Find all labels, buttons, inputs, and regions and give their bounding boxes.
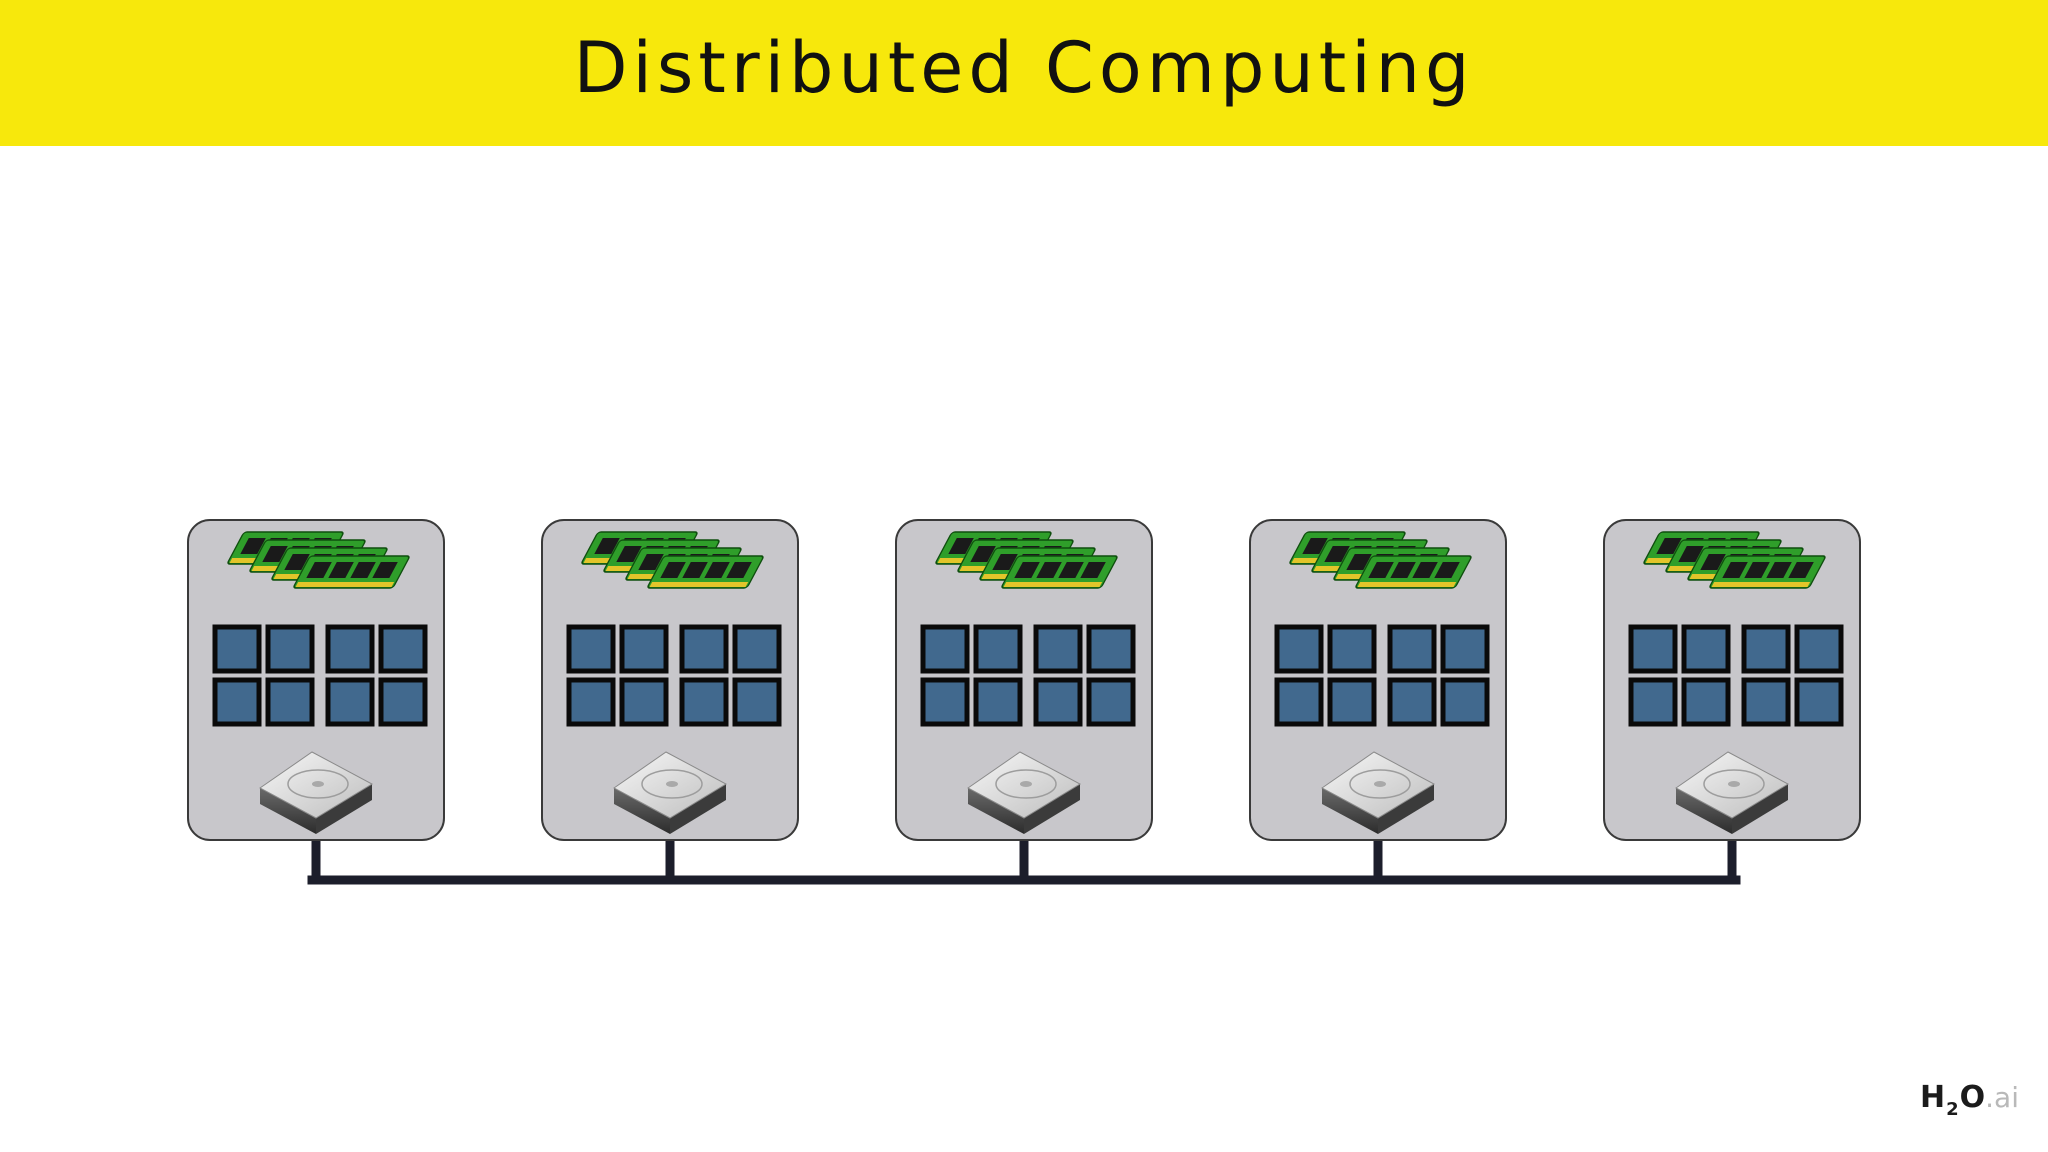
cpu-core <box>566 677 616 727</box>
cpu-core <box>1033 624 1083 674</box>
node-box <box>895 519 1153 841</box>
memory-icon <box>935 531 1118 589</box>
memory-icon <box>581 531 764 589</box>
cpu-cores-icon <box>920 624 1136 727</box>
memory-module <box>293 555 410 589</box>
node-box <box>1603 519 1861 841</box>
node-box <box>187 519 445 841</box>
cpu-core <box>619 624 669 674</box>
cpu-core <box>732 677 782 727</box>
cpu-core <box>679 624 729 674</box>
hard-disk-icon <box>1321 751 1436 834</box>
cpu-core <box>1681 677 1731 727</box>
cpu-core <box>325 677 375 727</box>
slide-title: Distributed Computing <box>573 27 1475 109</box>
hard-disk-icon <box>613 751 728 834</box>
memory-icon <box>1643 531 1826 589</box>
hard-disk-icon <box>259 751 374 834</box>
network-bus <box>307 840 1741 885</box>
cpu-cores-icon <box>566 624 782 727</box>
compute-nodes <box>187 519 1861 841</box>
memory-module <box>1355 555 1472 589</box>
compute-node <box>1603 519 1861 841</box>
cpu-core <box>1741 677 1791 727</box>
cpu-cores-icon <box>1274 624 1490 727</box>
cpu-core <box>1794 624 1844 674</box>
cpu-core <box>973 624 1023 674</box>
cpu-core <box>920 624 970 674</box>
node-box <box>541 519 799 841</box>
cpu-core <box>1086 624 1136 674</box>
memory-icon <box>227 531 410 589</box>
cpu-core <box>619 677 669 727</box>
title-bar: Distributed Computing <box>0 0 2048 146</box>
cpu-core <box>1794 677 1844 727</box>
node-box <box>1249 519 1507 841</box>
cpu-core <box>265 677 315 727</box>
cpu-core <box>1628 677 1678 727</box>
h2o-logo: H 2 O .ai <box>1920 1080 2019 1120</box>
compute-node <box>895 519 1153 841</box>
logo-subscript: 2 <box>1946 1099 1959 1120</box>
cpu-core <box>1033 677 1083 727</box>
cpu-core <box>1681 624 1731 674</box>
compute-node <box>187 519 445 841</box>
cpu-core <box>265 624 315 674</box>
cpu-core <box>1327 624 1377 674</box>
memory-icon <box>1289 531 1472 589</box>
memory-module <box>1001 555 1118 589</box>
logo-ai: .ai <box>1985 1081 2019 1114</box>
cpu-core <box>212 624 262 674</box>
cpu-core <box>732 624 782 674</box>
cpu-core <box>378 624 428 674</box>
compute-node <box>541 519 799 841</box>
cpu-core <box>325 624 375 674</box>
hard-disk-icon <box>967 751 1082 834</box>
cpu-core <box>378 677 428 727</box>
cpu-core <box>1327 677 1377 727</box>
memory-module <box>1709 555 1826 589</box>
cpu-core <box>1440 624 1490 674</box>
cpu-core <box>1274 677 1324 727</box>
cpu-core <box>566 624 616 674</box>
cpu-core <box>1440 677 1490 727</box>
cpu-core <box>212 677 262 727</box>
cpu-core <box>1274 624 1324 674</box>
cpu-core <box>973 677 1023 727</box>
cpu-core <box>920 677 970 727</box>
hard-disk-icon <box>1675 751 1790 834</box>
cpu-cores-icon <box>1628 624 1844 727</box>
cpu-core <box>1741 624 1791 674</box>
cpu-core <box>1628 624 1678 674</box>
cpu-core <box>1387 677 1437 727</box>
compute-node <box>1249 519 1507 841</box>
logo-o: O <box>1959 1080 1986 1115</box>
memory-module <box>647 555 764 589</box>
cpu-core <box>679 677 729 727</box>
cpu-core <box>1086 677 1136 727</box>
cpu-core <box>1387 624 1437 674</box>
cpu-cores-icon <box>212 624 428 727</box>
logo-h: H <box>1920 1080 1946 1115</box>
